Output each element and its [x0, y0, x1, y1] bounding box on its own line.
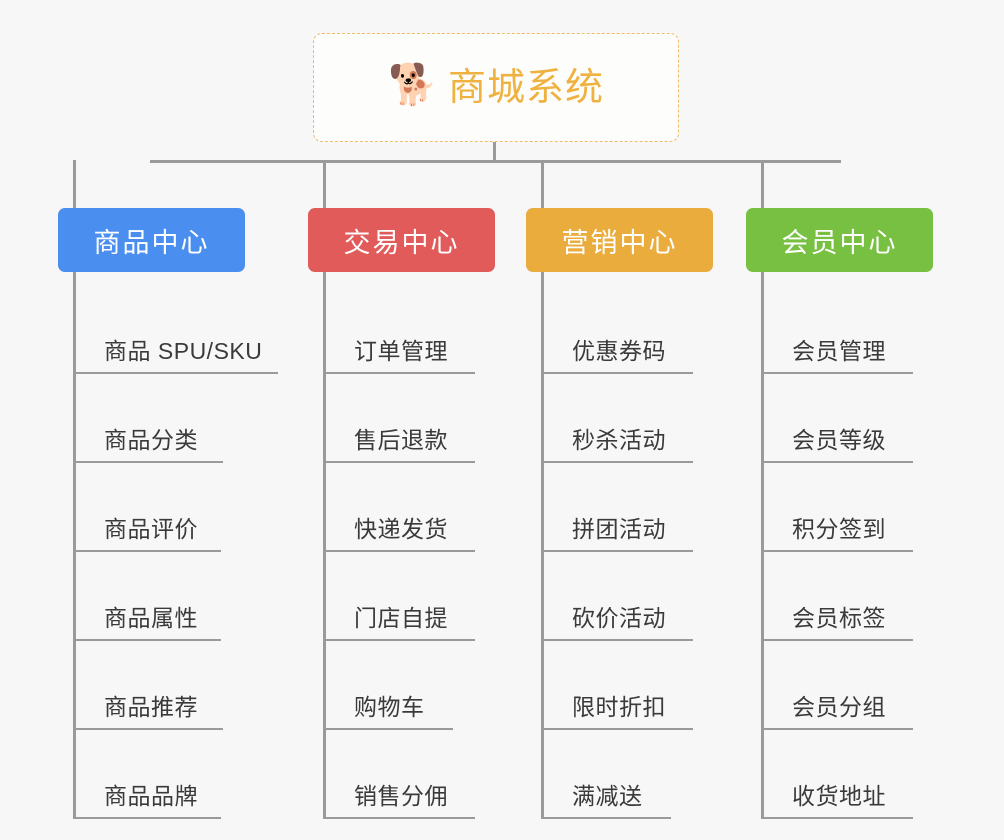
leaf-item-label: 秒杀活动	[572, 427, 666, 453]
leaf-item[interactable]: 收货地址	[761, 731, 913, 819]
branch-drop-connector-product-center	[73, 160, 76, 210]
leaf-item[interactable]: 限时折扣	[541, 642, 693, 730]
leaf-item[interactable]: 拼团活动	[541, 464, 693, 552]
leaf-item[interactable]: 售后退款	[323, 375, 475, 463]
column-spine-connector-product-center	[73, 272, 76, 819]
root-title: 商城系统	[447, 66, 604, 109]
leaf-item-label: 砍价活动	[572, 605, 666, 631]
leaf-item-label: 购物车	[354, 694, 425, 720]
leaf-item[interactable]: 商品分类	[73, 375, 223, 463]
shiba-dog-face-icon: 🐕	[387, 62, 438, 107]
branch-drop-connector-trade-center	[323, 160, 326, 210]
leaf-item-label: 积分签到	[792, 516, 886, 542]
leaf-item[interactable]: 订单管理	[323, 286, 475, 374]
horizontal-bus-connector	[150, 160, 841, 163]
leaf-item[interactable]: 购物车	[323, 642, 453, 730]
category-header-product-center[interactable]: 商品中心	[58, 208, 245, 272]
leaf-item-label: 门店自提	[354, 605, 448, 631]
leaf-item[interactable]: 商品 SPU/SKU	[73, 286, 278, 374]
column-spine-connector-marketing-center	[541, 272, 544, 819]
leaf-item-label: 销售分佣	[354, 783, 448, 809]
leaf-item[interactable]: 会员管理	[761, 286, 913, 374]
leaf-item[interactable]: 满减送	[541, 731, 671, 819]
leaf-item-label: 优惠券码	[572, 338, 666, 364]
leaf-item-label: 限时折扣	[572, 694, 666, 720]
leaf-item-label: 订单管理	[354, 338, 448, 364]
leaf-item[interactable]: 销售分佣	[323, 731, 475, 819]
leaf-item[interactable]: 商品品牌	[73, 731, 221, 819]
leaf-item-label: 商品分类	[104, 427, 198, 453]
category-header-label: 商品中心	[93, 227, 210, 258]
leaf-item-label: 商品品牌	[104, 783, 198, 809]
leaf-item[interactable]: 积分签到	[761, 464, 913, 552]
leaf-item-label: 售后退款	[354, 427, 448, 453]
leaf-item-label: 会员标签	[792, 605, 886, 631]
leaf-item[interactable]: 商品属性	[73, 553, 221, 641]
leaf-item[interactable]: 快递发货	[323, 464, 475, 552]
column-spine-connector-member-center	[761, 272, 764, 819]
leaf-item-label: 收货地址	[792, 783, 886, 809]
leaf-item[interactable]: 会员分组	[761, 642, 913, 730]
leaf-item[interactable]: 秒杀活动	[541, 375, 693, 463]
leaf-item[interactable]: 商品评价	[73, 464, 221, 552]
category-header-trade-center[interactable]: 交易中心	[308, 208, 495, 272]
category-header-label: 营销中心	[561, 227, 678, 258]
leaf-item-label: 商品评价	[104, 516, 198, 542]
leaf-item-label: 会员等级	[792, 427, 886, 453]
leaf-item-label: 商品推荐	[104, 694, 198, 720]
leaf-item[interactable]: 商品推荐	[73, 642, 223, 730]
category-header-label: 交易中心	[343, 227, 460, 258]
leaf-item-label: 商品属性	[104, 605, 198, 631]
root-stem-connector	[493, 142, 496, 162]
category-header-marketing-center[interactable]: 营销中心	[526, 208, 713, 272]
branch-drop-connector-marketing-center	[541, 160, 544, 210]
leaf-item-label: 满减送	[572, 783, 643, 809]
leaf-item[interactable]: 砍价活动	[541, 553, 693, 641]
leaf-item-label: 快递发货	[354, 516, 448, 542]
leaf-item[interactable]: 优惠券码	[541, 286, 693, 374]
leaf-item-label: 会员分组	[792, 694, 886, 720]
column-spine-connector-trade-center	[323, 272, 326, 819]
leaf-item-label: 会员管理	[792, 338, 886, 364]
leaf-item-label: 商品 SPU/SKU	[104, 338, 263, 364]
leaf-item[interactable]: 会员等级	[761, 375, 913, 463]
leaf-item[interactable]: 门店自提	[323, 553, 475, 641]
leaf-item-label: 拼团活动	[572, 516, 666, 542]
branch-drop-connector-member-center	[761, 160, 764, 210]
category-header-member-center[interactable]: 会员中心	[746, 208, 933, 272]
leaf-item[interactable]: 会员标签	[761, 553, 913, 641]
root-node[interactable]: 🐕 商城系统	[313, 33, 679, 142]
category-header-label: 会员中心	[781, 227, 898, 258]
